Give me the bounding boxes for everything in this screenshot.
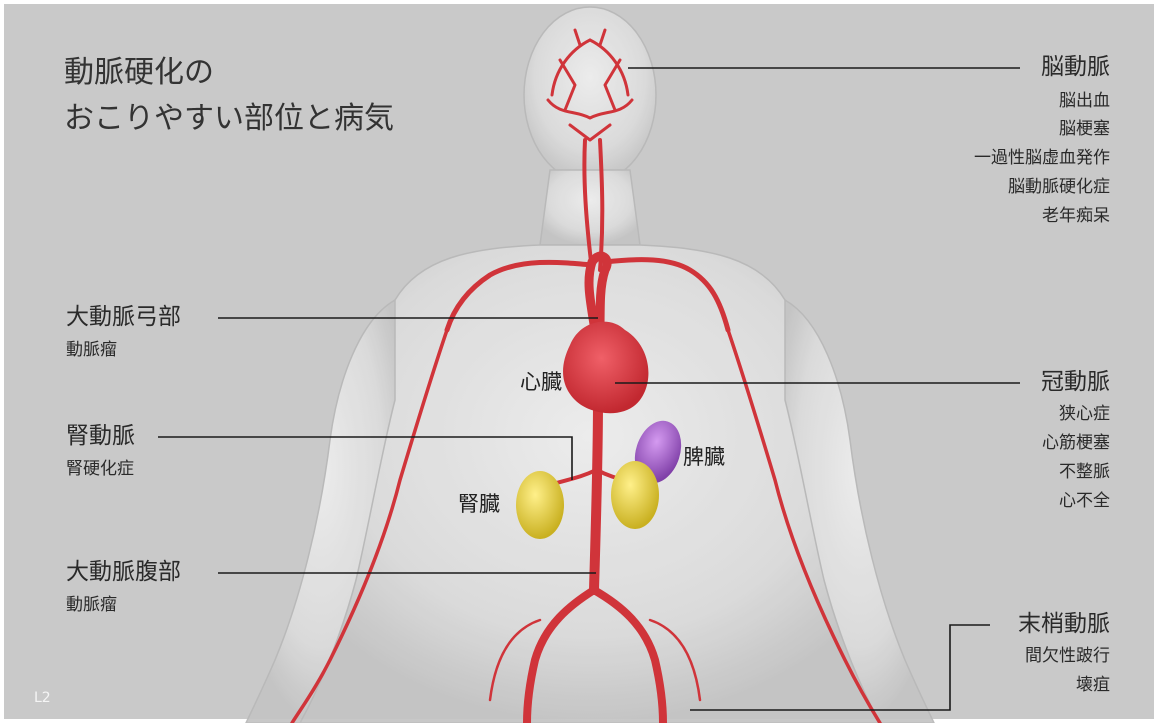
disease-peripheral-1: 壊疽: [1076, 677, 1110, 694]
kidney-left-shape: [516, 471, 564, 539]
corner-label: L2: [34, 690, 51, 706]
disease-cerebral-0: 脳出血: [1059, 93, 1110, 110]
disease-coronary-2: 不整脈: [1059, 464, 1110, 481]
organ-label-spleen: 脾臓: [683, 447, 725, 468]
disease-coronary-0: 狭心症: [1059, 406, 1110, 423]
organ-label-heart: 心臓: [520, 372, 562, 393]
disease-coronary-1: 心筋梗塞: [1042, 435, 1110, 452]
label-aortic-arch: 大動脈弓部: [66, 306, 181, 329]
carotid-right: [600, 140, 602, 270]
disease-cerebral-2: 一過性脳虚血発作: [974, 150, 1110, 167]
label-coronary-artery: 冠動脈: [1041, 371, 1110, 394]
label-cerebral-artery: 脳動脈: [1041, 56, 1110, 79]
disease-aortic-arch-0: 動脈瘤: [66, 342, 117, 359]
descending-aorta: [594, 400, 598, 590]
disease-abdominal-0: 動脈瘤: [66, 597, 117, 614]
head-shape: [524, 7, 656, 183]
label-abdominal-aorta: 大動脈腹部: [66, 561, 181, 584]
kidney-right-shape: [611, 461, 659, 529]
disease-coronary-3: 心不全: [1059, 493, 1110, 510]
disease-peripheral-0: 間欠性跛行: [1025, 648, 1110, 665]
organ-label-kidney: 腎臓: [458, 494, 500, 515]
disease-cerebral-3: 脳動脈硬化症: [1008, 179, 1110, 196]
disease-renal-0: 腎硬化症: [66, 461, 134, 478]
label-renal-artery: 腎動脈: [66, 425, 135, 448]
label-peripheral-artery: 末梢動脈: [1018, 613, 1110, 636]
disease-cerebral-1: 脳梗塞: [1059, 121, 1110, 138]
disease-cerebral-4: 老年痴呆: [1042, 208, 1110, 225]
title-line-1: 動脈硬化の: [64, 58, 214, 88]
title-line-2: おこりやすい部位と病気: [64, 104, 394, 134]
